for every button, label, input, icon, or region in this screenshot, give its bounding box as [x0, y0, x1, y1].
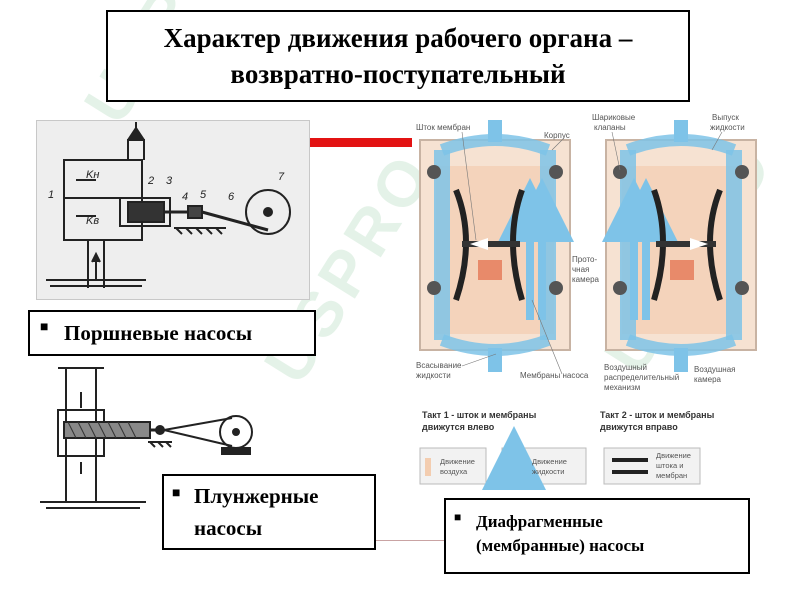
callout-air-1: Воздушный: [604, 363, 647, 372]
legend-air-1: Движение: [440, 457, 475, 466]
accent-bar: [310, 138, 412, 147]
bullet-icon: ■: [40, 320, 49, 335]
piston-label-6: 6: [228, 191, 235, 203]
stroke-2-line-1: Такт 2 - шток и мембраны: [600, 410, 715, 420]
callout-ball-valves-2: клапаны: [594, 123, 626, 132]
callout-air-2: распределительный: [604, 373, 679, 382]
piston-label-kn: Kн: [86, 169, 99, 181]
callout-suction-2: жидкости: [416, 371, 451, 380]
piston-label-5: 5: [200, 189, 207, 201]
piston-pumps-label: ■ Поршневые насосы: [28, 310, 316, 356]
callout-air-chamber-1: Воздушная: [694, 365, 735, 374]
callout-rod: Шток мембран: [416, 123, 470, 132]
callout-air-chamber-2: камера: [694, 375, 722, 384]
pump-stroke-1: [419, 120, 574, 372]
legend-liquid-1: Движение: [532, 457, 567, 466]
callout-air-3: механизм: [604, 383, 640, 392]
callout-ball-valves-1: Шариковые: [592, 113, 636, 122]
legend-rod-1: Движение: [656, 451, 691, 460]
piston-pumps-text: Поршневые насосы: [64, 321, 253, 345]
stroke-1-line-2: движутся влево: [422, 422, 495, 432]
pump-stroke-2: [602, 120, 757, 372]
legend-air-2: воздуха: [440, 467, 468, 476]
callout-flow-2: чная: [572, 265, 589, 274]
bullet-icon: ■: [172, 486, 181, 501]
piston-label-4: 4: [182, 191, 188, 203]
plunger-pump-diagram: [40, 367, 253, 509]
piston-label-2: 2: [147, 175, 154, 187]
piston-label-kv: Kв: [86, 215, 99, 227]
stroke-2-line-2: движутся вправо: [600, 422, 678, 432]
piston-label-1: 1: [48, 189, 54, 201]
title-line-1: Характер движения рабочего органа –: [163, 23, 633, 53]
callout-body: Корпус: [544, 131, 570, 140]
legend-rod-3: мембран: [656, 471, 687, 480]
piston-pump-diagram: 1 2 3 4 5 6 7 Kн Kв: [46, 122, 291, 288]
callout-membranes: Мембраны насоса: [520, 371, 589, 380]
legend: [419, 426, 701, 490]
callout-flow-1: Прото-: [572, 255, 597, 264]
diaphragm-pumps-line-2: (мембранные) насосы: [476, 536, 645, 555]
title-line-2: возвратно-поступательный: [230, 59, 566, 89]
plunger-pumps-line-1: Плунжерные: [194, 484, 319, 508]
diaphragm-pumps-label: ■ Диафрагменные (мембранные) насосы: [444, 498, 750, 574]
legend-rod-2: штока и: [656, 461, 683, 470]
plunger-pumps-line-2: насосы: [194, 516, 263, 540]
plunger-pumps-label: ■ Плунжерные насосы: [162, 474, 376, 550]
piston-label-3: 3: [166, 175, 173, 187]
callout-outlet-2: жидкости: [710, 123, 745, 132]
diaphragm-pumps-line-1: Диафрагменные: [476, 512, 603, 531]
bullet-icon: ■: [454, 510, 462, 524]
diaphragm-pump-diagram: Шток мембран Корпус Шариковые клапаны Вы…: [416, 113, 757, 490]
callout-flow-3: камера: [572, 275, 600, 284]
legend-liquid-2: жидкости: [532, 467, 565, 476]
connector-line: [376, 540, 444, 541]
stroke-1-line-1: Такт 1 - шток и мембраны: [422, 410, 537, 420]
callout-suction-1: Всасывание: [416, 361, 462, 370]
piston-label-7: 7: [278, 171, 285, 183]
slide-title: Характер движения рабочего органа – возв…: [106, 10, 690, 102]
callout-outlet-1: Выпуск: [712, 113, 739, 122]
